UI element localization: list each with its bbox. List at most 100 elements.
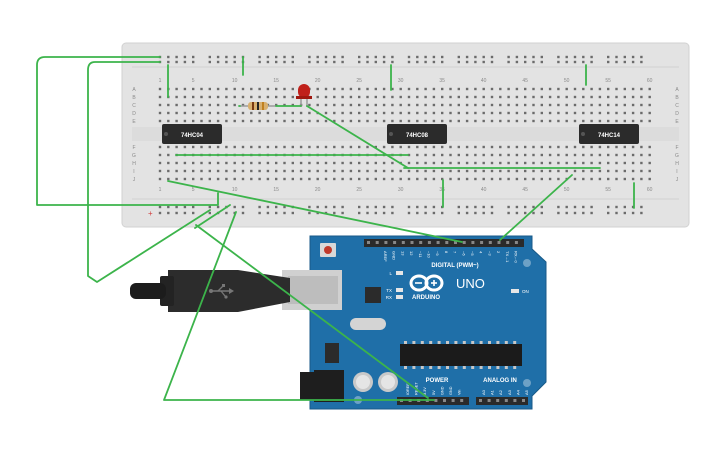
breadboard-hole[interactable] — [358, 161, 361, 165]
breadboard-hole[interactable] — [640, 95, 643, 99]
breadboard-hole[interactable] — [183, 161, 187, 165]
breadboard-hole[interactable] — [640, 119, 643, 123]
rail-hole[interactable] — [382, 60, 386, 64]
rail-hole[interactable] — [507, 205, 510, 209]
breadboard-hole[interactable] — [349, 169, 353, 173]
breadboard-hole[interactable] — [407, 169, 411, 173]
breadboard-hole[interactable] — [449, 111, 452, 115]
breadboard-hole[interactable] — [233, 103, 236, 107]
header-pin[interactable] — [522, 399, 525, 402]
rail-hole[interactable] — [515, 60, 519, 64]
rail-hole[interactable] — [474, 60, 477, 64]
rail-hole[interactable] — [366, 205, 369, 209]
breadboard-hole[interactable] — [374, 119, 377, 123]
breadboard-hole[interactable] — [158, 103, 162, 107]
rail-hole[interactable] — [358, 60, 361, 64]
breadboard-hole[interactable] — [474, 111, 477, 115]
breadboard-hole[interactable] — [349, 177, 353, 181]
breadboard-hole[interactable] — [449, 119, 452, 123]
breadboard-hole[interactable] — [225, 169, 228, 173]
breadboard-hole[interactable] — [158, 145, 162, 149]
breadboard-hole[interactable] — [441, 169, 444, 173]
breadboard-hole[interactable] — [432, 103, 436, 107]
breadboard-hole[interactable] — [167, 169, 170, 173]
breadboard-hole[interactable] — [399, 103, 402, 107]
breadboard-hole[interactable] — [349, 145, 353, 149]
breadboard-hole[interactable] — [590, 145, 593, 149]
breadboard-hole[interactable] — [573, 119, 577, 123]
breadboard-hole[interactable] — [565, 87, 568, 91]
breadboard-hole[interactable] — [474, 87, 477, 91]
header-pin[interactable] — [451, 399, 455, 402]
rail-hole[interactable] — [540, 55, 543, 59]
breadboard-hole[interactable] — [582, 87, 585, 91]
header-pin[interactable] — [436, 241, 440, 244]
breadboard-hole[interactable] — [158, 161, 162, 165]
breadboard-hole[interactable] — [598, 153, 602, 157]
breadboard-hole[interactable] — [540, 145, 543, 149]
breadboard-hole[interactable] — [399, 169, 402, 173]
breadboard-hole[interactable] — [407, 161, 411, 165]
header-pin[interactable] — [496, 399, 500, 402]
breadboard-hole[interactable] — [291, 119, 294, 123]
breadboard-hole[interactable] — [524, 119, 527, 123]
breadboard-hole[interactable] — [291, 87, 294, 91]
breadboard-hole[interactable] — [291, 95, 294, 99]
breadboard-hole[interactable] — [333, 169, 336, 173]
breadboard-hole[interactable] — [474, 169, 477, 173]
rail-hole[interactable] — [316, 55, 319, 59]
breadboard-hole[interactable] — [499, 119, 502, 123]
breadboard-hole[interactable] — [241, 111, 245, 115]
breadboard-hole[interactable] — [465, 119, 469, 123]
breadboard-hole[interactable] — [216, 111, 220, 115]
rail-hole[interactable] — [457, 55, 460, 59]
rail-hole[interactable] — [474, 211, 477, 215]
breadboard-hole[interactable] — [557, 119, 560, 123]
breadboard-hole[interactable] — [241, 103, 245, 107]
rail-hole[interactable] — [333, 205, 336, 209]
breadboard-hole[interactable] — [524, 161, 527, 165]
breadboard-hole[interactable] — [598, 161, 602, 165]
rail-hole[interactable] — [225, 60, 228, 64]
header-pin[interactable] — [401, 241, 405, 244]
breadboard-hole[interactable] — [225, 161, 228, 165]
breadboard-hole[interactable] — [648, 177, 651, 181]
rail-hole[interactable] — [640, 60, 643, 64]
breadboard-hole[interactable] — [333, 111, 336, 115]
breadboard-hole[interactable] — [324, 119, 328, 123]
breadboard-hole[interactable] — [441, 153, 444, 157]
rail-hole[interactable] — [540, 211, 543, 215]
breadboard-hole[interactable] — [507, 87, 510, 91]
breadboard-hole[interactable] — [565, 161, 568, 165]
breadboard-hole[interactable] — [366, 145, 369, 149]
breadboard-hole[interactable] — [424, 119, 427, 123]
breadboard-hole[interactable] — [382, 145, 386, 149]
wire[interactable] — [167, 180, 463, 243]
rail-hole[interactable] — [607, 211, 610, 215]
breadboard-hole[interactable] — [482, 161, 485, 165]
breadboard-hole[interactable] — [623, 177, 626, 181]
breadboard-hole[interactable] — [416, 87, 419, 91]
header-pin[interactable] — [504, 399, 508, 402]
breadboard-hole[interactable] — [532, 169, 535, 173]
breadboard-hole[interactable] — [391, 95, 394, 99]
breadboard-hole[interactable] — [192, 103, 195, 107]
breadboard-hole[interactable] — [648, 153, 651, 157]
breadboard-hole[interactable] — [573, 169, 577, 173]
breadboard-hole[interactable] — [474, 119, 477, 123]
rail-hole[interactable] — [524, 205, 527, 209]
rail-hole[interactable] — [490, 55, 494, 59]
breadboard-hole[interactable] — [349, 119, 353, 123]
header-pin[interactable] — [443, 399, 446, 402]
breadboard-hole[interactable] — [283, 119, 286, 123]
breadboard-hole[interactable] — [200, 103, 203, 107]
rail-hole[interactable] — [623, 205, 626, 209]
header-pin[interactable] — [488, 241, 492, 244]
rail-hole[interactable] — [416, 55, 419, 59]
rail-hole[interactable] — [275, 55, 278, 59]
breadboard-hole[interactable] — [241, 119, 245, 123]
breadboard-hole[interactable] — [623, 103, 626, 107]
breadboard-hole[interactable] — [183, 145, 187, 149]
breadboard-hole[interactable] — [515, 111, 519, 115]
rail-hole[interactable] — [615, 205, 618, 209]
